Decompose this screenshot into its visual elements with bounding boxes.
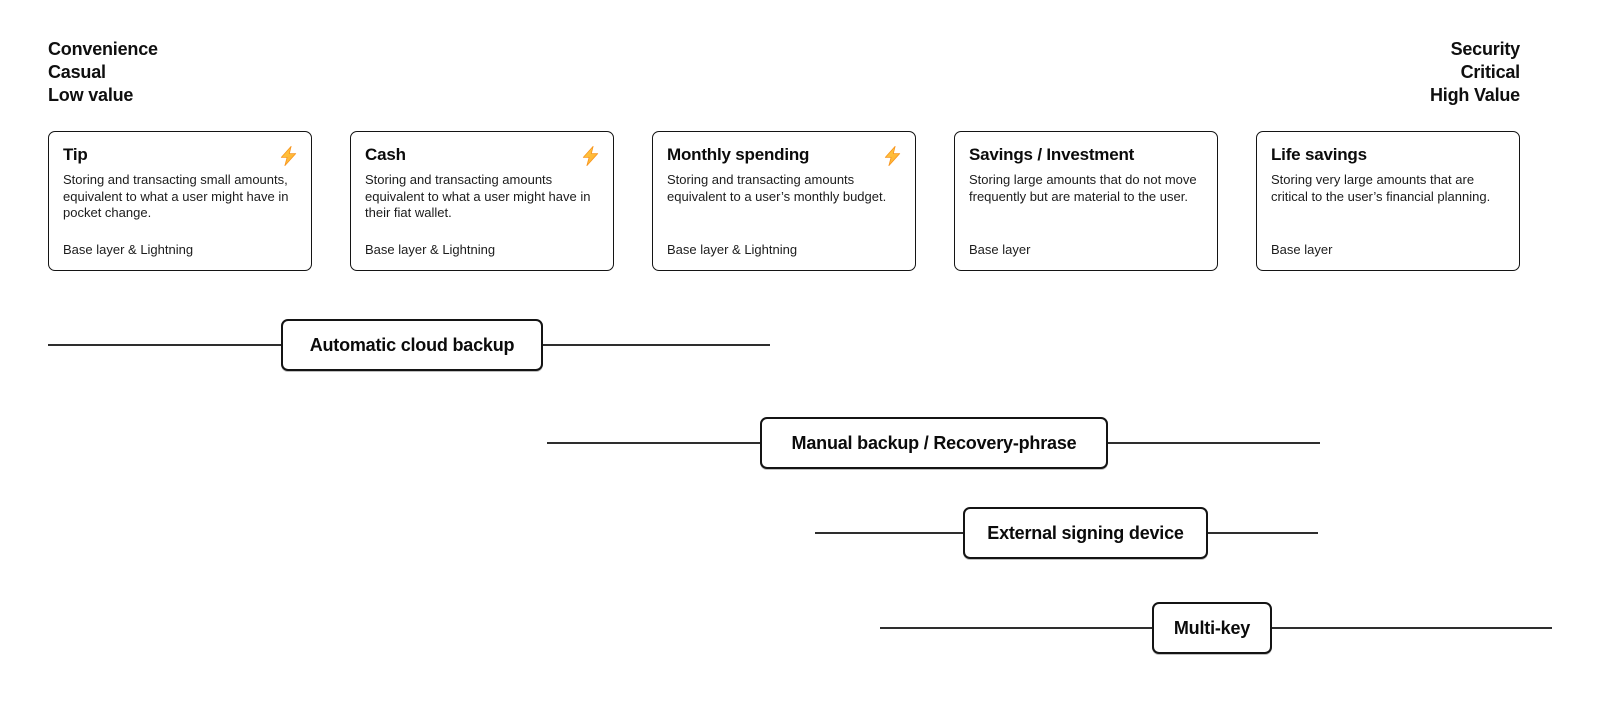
lightning-icon <box>582 146 599 166</box>
axis-left-label: Convenience Casual Low value <box>48 38 158 107</box>
axis-left-line-2: Casual <box>48 62 106 82</box>
method-label-box: Automatic cloud backup <box>281 319 543 371</box>
lightning-icon <box>884 146 901 166</box>
method-automatic-cloud-backup: Automatic cloud backup <box>48 319 770 371</box>
method-multi-key: Multi-key <box>880 602 1552 654</box>
card-description: Storing and transacting amounts equivale… <box>667 172 887 204</box>
card-tip: Tip Storing and transacting small amount… <box>48 131 312 271</box>
card-title: Cash <box>365 145 406 164</box>
card-header: Savings / Investment <box>969 144 1203 166</box>
method-label-box: Manual backup / Recovery-phrase <box>760 417 1108 469</box>
card-description: Storing and transacting amounts equivale… <box>365 172 591 220</box>
card-savings-investment: Savings / Investment Storing large amoun… <box>954 131 1218 271</box>
axis-right-label: Security Critical High Value <box>1430 38 1520 107</box>
card-header: Monthly spending <box>667 144 901 166</box>
axis-left-line-3: Low value <box>48 85 134 105</box>
card-layers: Base layer & Lightning <box>667 242 798 257</box>
card-description: Storing very large amounts that are crit… <box>1271 172 1491 204</box>
axis-left-line-1: Convenience <box>48 39 158 59</box>
card-header: Cash <box>365 144 599 166</box>
method-label-box: External signing device <box>963 507 1208 559</box>
card-monthly-spending: Monthly spending Storing and transacting… <box>652 131 916 271</box>
card-header: Tip <box>63 144 297 166</box>
card-cash: Cash Storing and transacting amounts equ… <box>350 131 614 271</box>
card-life-savings: Life savings Storing very large amounts … <box>1256 131 1520 271</box>
axis-right-line-1: Security <box>1450 39 1521 59</box>
card-layers: Base layer <box>969 242 1031 257</box>
method-label-box: Multi-key <box>1152 602 1272 654</box>
card-title: Savings / Investment <box>969 145 1135 164</box>
card-layers: Base layer & Lightning <box>365 242 496 257</box>
card-layers: Base layer <box>1271 242 1333 257</box>
axis-right-line-2: Critical <box>1460 62 1521 82</box>
axis-right-line-3: High Value <box>1429 85 1520 105</box>
lightning-icon <box>280 146 297 166</box>
card-title: Monthly spending <box>667 145 810 164</box>
method-manual-backup-recovery-phrase: Manual backup / Recovery-phrase <box>547 417 1320 469</box>
card-title: Life savings <box>1271 145 1367 164</box>
card-layers: Base layer & Lightning <box>63 242 194 257</box>
card-description: Storing large amounts that do not move f… <box>969 172 1197 204</box>
card-header: Life savings <box>1271 144 1505 166</box>
card-description: Storing and transacting small amounts, e… <box>63 172 289 220</box>
use-case-cards-row: Tip Storing and transacting small amount… <box>48 131 1520 271</box>
method-external-signing-device: External signing device <box>815 507 1318 559</box>
card-title: Tip <box>63 145 88 164</box>
